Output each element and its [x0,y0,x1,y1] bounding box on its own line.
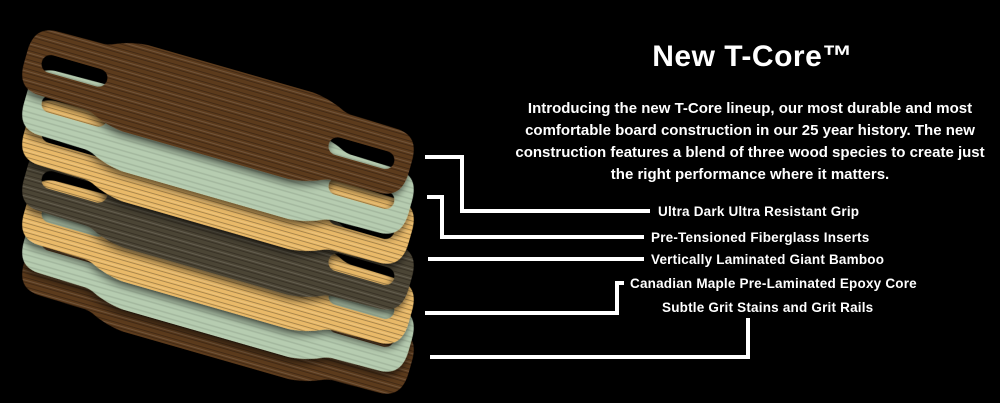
headline: New T-Core™ [652,40,853,73]
callout-label-bamboo: Vertically Laminated Giant Bamboo [651,252,885,267]
callout-line-2 [427,195,644,239]
deck-stack [13,13,423,403]
callout-line-5 [430,318,750,359]
callout-lines [425,155,750,359]
callout-label-grip: Ultra Dark Ultra Resistant Grip [658,204,860,219]
callout-label-maple-core: Canadian Maple Pre-Laminated Epoxy Core [630,276,917,291]
callout-line-1 [425,155,650,213]
intro-paragraph: Introducing the new T-Core lineup, our m… [515,100,985,183]
callout-label-fiberglass: Pre-Tensioned Fiberglass Inserts [651,230,870,245]
callout-line-4 [425,281,624,315]
callout-label-bottom-finish: Subtle Grit Stains and Grit Rails [662,300,874,315]
